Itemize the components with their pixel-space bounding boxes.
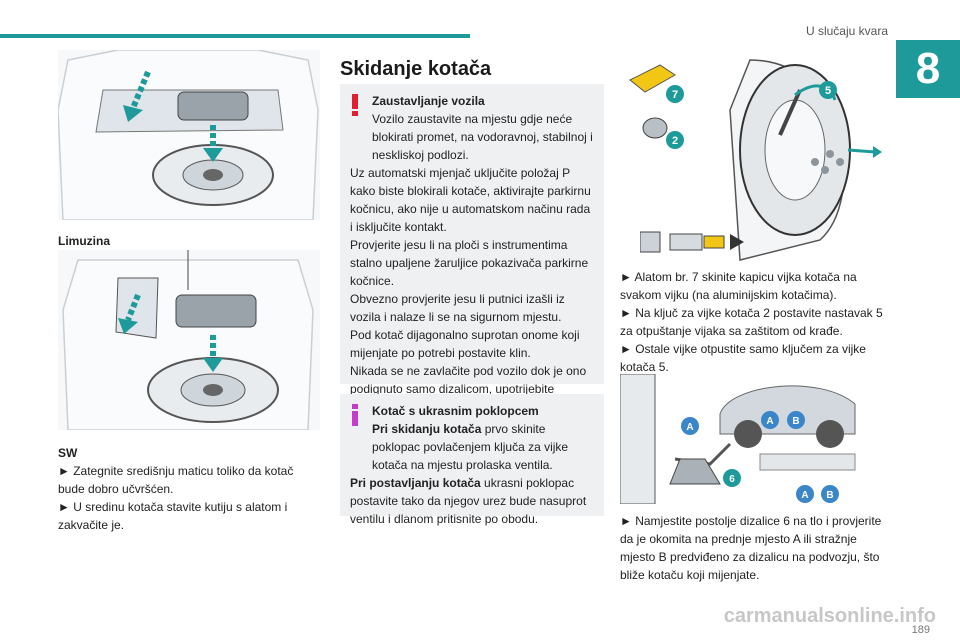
warning-exclamation-icon bbox=[352, 94, 358, 116]
right-step-3: ► Ostale vijke otpustite samo ključem za… bbox=[620, 342, 866, 374]
info-heading: Kotač s ukrasnim poklopcem bbox=[372, 404, 539, 418]
wheel-bolt-removal-drawing: 7 2 5 bbox=[629, 59, 882, 261]
watermark: carmanualsonline.info bbox=[723, 605, 936, 627]
trunk-illustration-sw bbox=[58, 250, 320, 430]
jack-6-label: 6 bbox=[729, 474, 735, 485]
info-fit-paragraph: Pri postavljanju kotača ukrasni poklopac… bbox=[350, 474, 594, 528]
warning-line-1: Vozilo zaustavite na mjestu gdje neće bl… bbox=[372, 112, 593, 162]
warning-box: Zaustavljanje vozila Vozilo zaustavite n… bbox=[340, 84, 604, 414]
left-step-2: ► U sredinu kotača stavite kutiju s alat… bbox=[58, 500, 288, 532]
right-step-4: ► Namjestite postolje dizalice 6 na tlo … bbox=[620, 514, 882, 582]
caption-sw: SW bbox=[58, 446, 78, 460]
warning-heading: Zaustavljanje vozila bbox=[372, 94, 485, 108]
info-remove-text: prvo skinite poklopac povlačenjem ključa… bbox=[372, 422, 569, 472]
key-5-label: 5 bbox=[825, 85, 831, 97]
info-icon bbox=[352, 404, 358, 426]
warning-line-4: Obvezno provjerite jesu li putnici izašl… bbox=[350, 292, 565, 324]
warning-line-3: Provjerite jesu li na ploči s instrument… bbox=[350, 238, 589, 288]
bolt-extension-illustration bbox=[640, 224, 750, 264]
right-step-1: ► Alatom br. 7 skinite kapicu vijka kota… bbox=[620, 270, 857, 302]
left-steps: ► Zategnite središnju maticu toliko da k… bbox=[58, 462, 320, 534]
info-fit-text: ukrasni poklopac postavite tako da njego… bbox=[350, 476, 587, 526]
info-box: Kotač s ukrasnim poklopcem Pri skidanju … bbox=[340, 394, 604, 526]
anti-theft-extension-drawing bbox=[640, 231, 744, 253]
underbody-b-label: B bbox=[826, 490, 833, 501]
jack-point-a-label: A bbox=[686, 422, 693, 433]
trunk-illustration-limuzina bbox=[58, 50, 320, 220]
jack-placement-illustration: A B A 6 A B bbox=[620, 374, 860, 504]
warning-line-5: Pod kotač dijagonalno suprotan onome koj… bbox=[350, 328, 580, 360]
section-title: Skidanje kotača bbox=[340, 58, 492, 80]
left-step-1: ► Zategnite središnju maticu toliko da k… bbox=[58, 464, 294, 496]
right-steps-2: ► Namjestite postolje dizalice 6 na tlo … bbox=[620, 512, 885, 584]
trunk-spare-wheel-sw-drawing bbox=[62, 250, 314, 430]
right-steps-1: ► Alatom br. 7 skinite kapicu vijka kota… bbox=[620, 268, 885, 376]
info-remove-bold: Pri skidanju kotača bbox=[372, 422, 482, 436]
jack-points-drawing: A B A 6 A B bbox=[620, 374, 856, 504]
point-b-label: B bbox=[792, 416, 799, 427]
info-fit-bold: Pri postavljanju kotača bbox=[350, 476, 481, 490]
chapter-title: U slučaju kvara bbox=[805, 24, 888, 38]
trunk-spare-wheel-drawing bbox=[58, 50, 319, 220]
point-a-label: A bbox=[766, 416, 773, 427]
chapter-number-badge: 8 bbox=[896, 40, 960, 98]
header-accent-bar bbox=[0, 34, 470, 38]
right-step-2: ► Na ključ za vijke kotača 2 postavite n… bbox=[620, 306, 883, 338]
page-number: 189 bbox=[911, 624, 930, 636]
warning-line-2: Uz automatski mjenjač uključite položaj … bbox=[350, 166, 591, 234]
info-remove-paragraph: Pri skidanju kotača prvo skinite poklopa… bbox=[350, 420, 594, 474]
tool-7-label: 7 bbox=[672, 89, 678, 101]
underbody-a-label: A bbox=[801, 490, 808, 501]
tool-2-label: 2 bbox=[672, 135, 678, 147]
wheel-bolts-illustration: 7 2 5 bbox=[620, 50, 885, 262]
caption-limuzina: Limuzina bbox=[58, 234, 111, 248]
